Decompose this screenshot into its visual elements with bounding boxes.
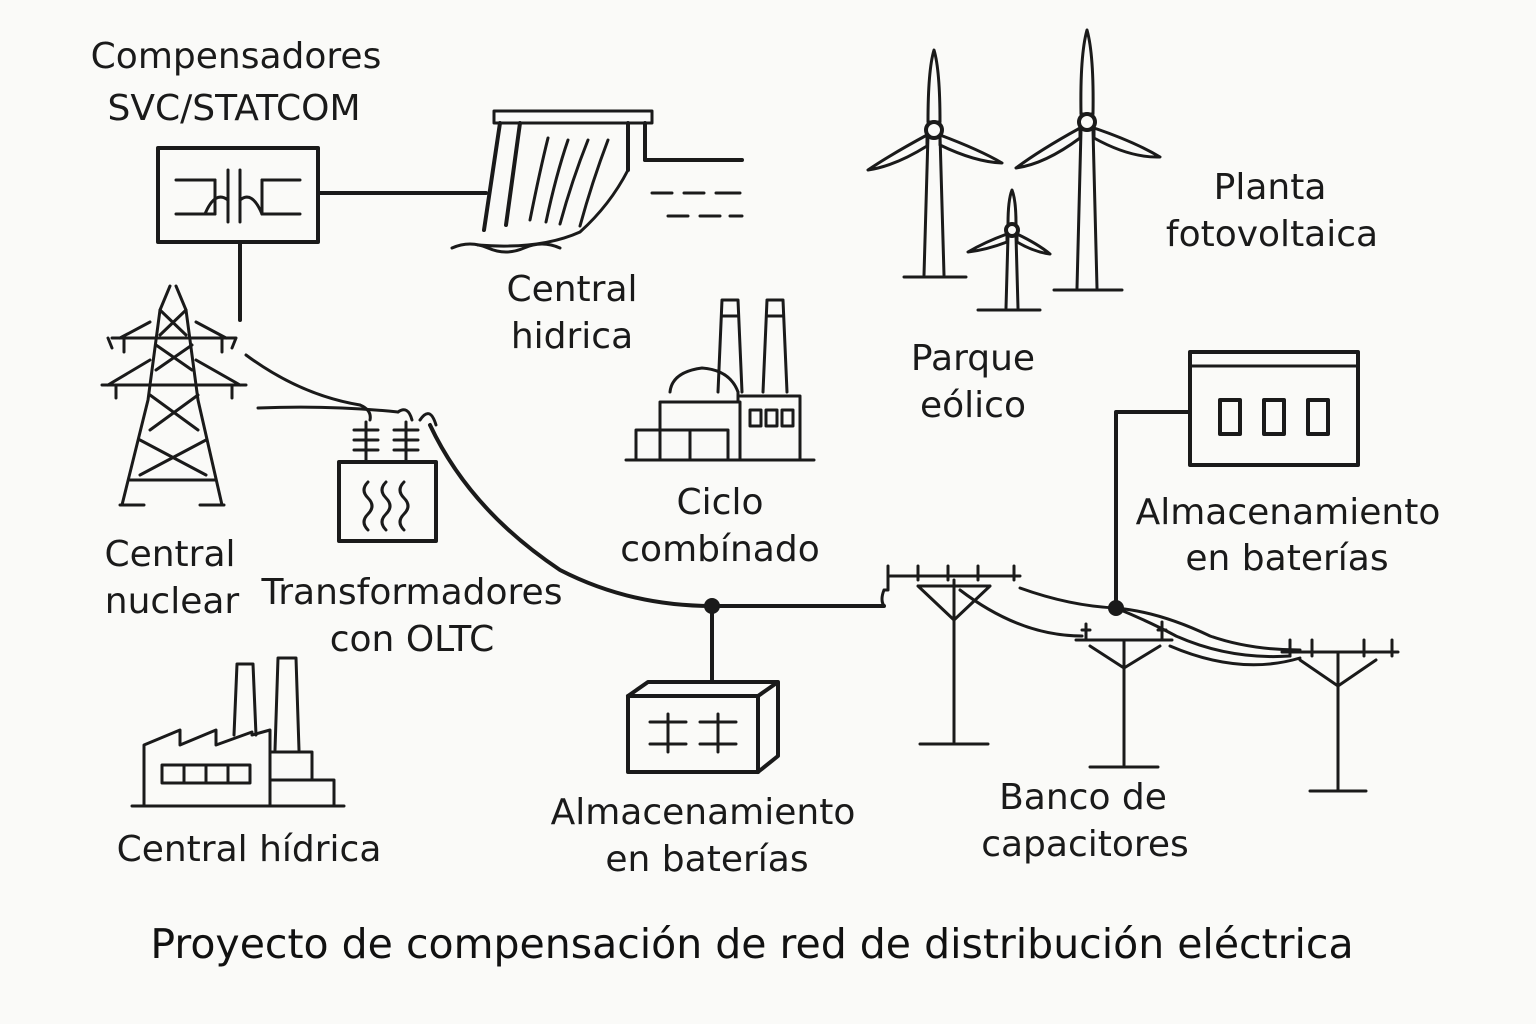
combined-cycle-label-line1: Ciclo: [677, 482, 764, 523]
svc-label-line1: Compensadores: [91, 36, 382, 77]
utility-pole-icon: [1074, 620, 1174, 769]
overhead-wire: [1018, 586, 1302, 652]
solar-label-line2: fotovoltaica: [1166, 214, 1378, 255]
wind-turbine-icon: [966, 188, 1052, 312]
svc-statcom-icon: [156, 146, 320, 244]
combined-cycle-plant-icon: [624, 298, 816, 462]
transformers-label-line2: con OLTC: [330, 619, 495, 660]
feeder-wire: [256, 405, 400, 414]
utility-pole-icon: [880, 564, 1022, 746]
hydro-dam-icon: [450, 109, 744, 254]
svc-label-line2: SVC/STATCOM: [107, 88, 360, 129]
feeder-wire: [358, 403, 438, 427]
hydro-top-label-line1: Central: [506, 269, 637, 310]
utility-pole-icon: [1280, 638, 1400, 793]
battery-bottom-label-line2: en baterías: [605, 839, 808, 880]
overhead-wire: [1168, 644, 1302, 667]
battery-right-label-line2: en baterías: [1185, 538, 1388, 579]
combined-cycle-label-line2: combínado: [620, 529, 820, 570]
transmission-tower-icon: [100, 284, 248, 507]
hydro-top-label-line2: hidrica: [511, 316, 633, 357]
battery-tap-line: [1114, 410, 1192, 610]
battery-storage-icon: [626, 680, 780, 774]
wind-label-line2: eólico: [920, 385, 1026, 426]
factory-plant-icon: [130, 656, 346, 808]
battery-right-label-line1: Almacenamiento: [1136, 492, 1441, 533]
overhead-wire: [958, 588, 1084, 638]
feeder-wire: [244, 353, 362, 407]
hydro-bottom-label: Central hídrica: [117, 829, 382, 870]
capacitor-bank-label-line1: Banco de: [999, 777, 1167, 818]
nuclear-label-line1: Central: [104, 534, 235, 575]
wind-turbine-icon: [1014, 28, 1162, 292]
solar-label-line1: Planta: [1214, 167, 1327, 208]
transformers-label-line1: Transformadores: [261, 572, 563, 613]
main-feeder-line: [428, 423, 886, 608]
diagram-title: Proyecto de compensación de red de distr…: [150, 920, 1353, 968]
capacitor-bank-label-line2: capacitores: [981, 824, 1189, 865]
battery-storage-icon: [1188, 350, 1360, 467]
transformer-oltc-icon: [337, 420, 438, 543]
wind-label-line1: Parque: [911, 338, 1035, 379]
battery-bottom-label-line1: Almacenamiento: [551, 792, 856, 833]
nuclear-label-line2: nuclear: [105, 581, 240, 622]
wind-turbine-icon: [866, 48, 1004, 279]
overhead-wire: [1114, 606, 1292, 659]
